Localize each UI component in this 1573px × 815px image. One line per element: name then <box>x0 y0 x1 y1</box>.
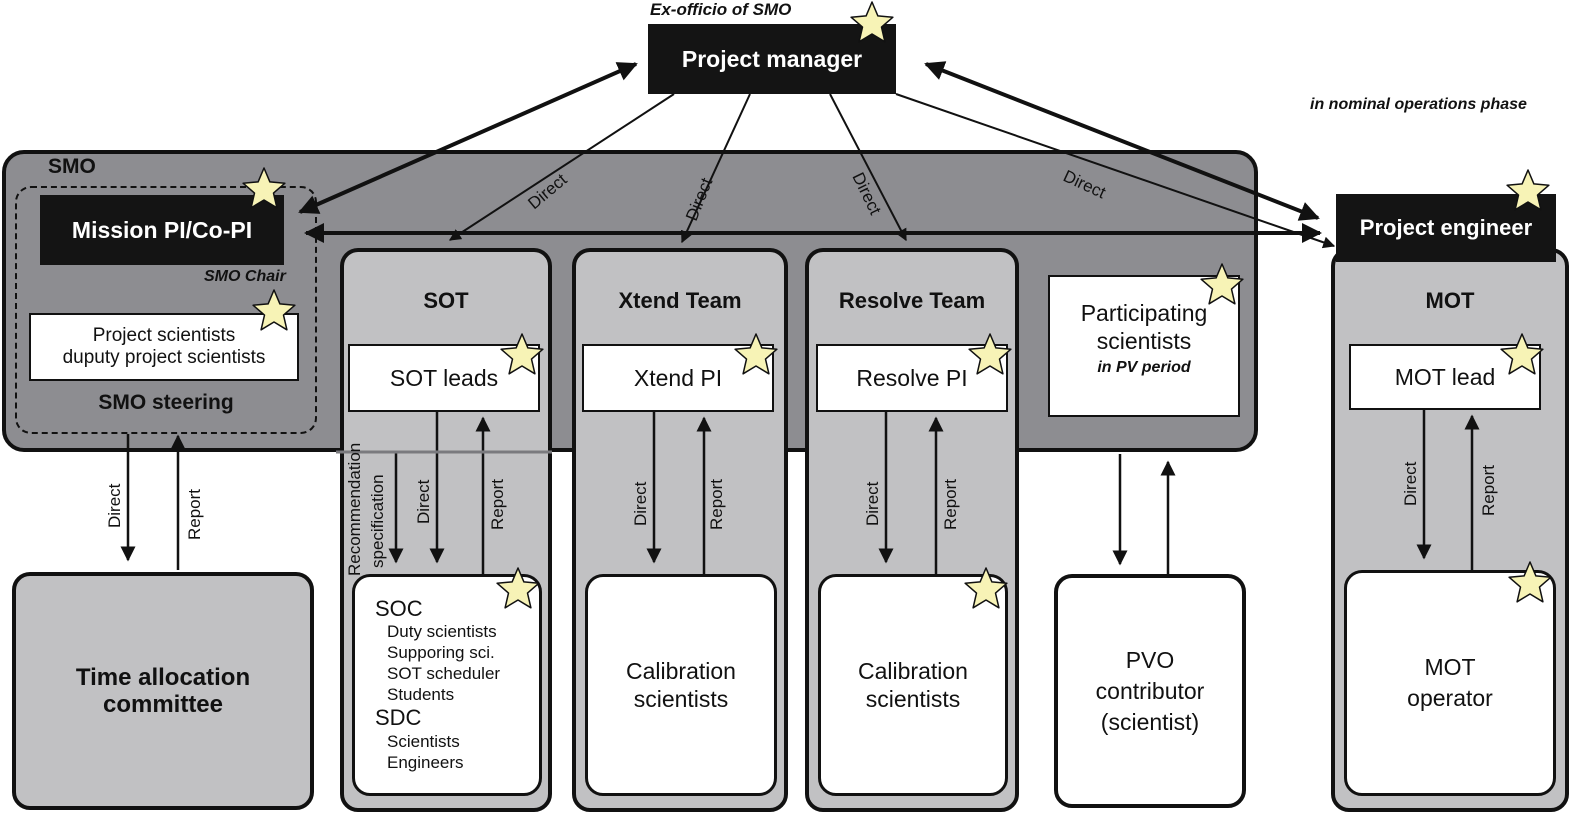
mot-title: MOT <box>1425 288 1475 313</box>
tac-line2: committee <box>102 691 224 718</box>
pv-period-note: in PV period <box>1097 359 1191 376</box>
pvo-line1: PVO <box>1125 646 1175 673</box>
project-scientists-box: Project scientists duputy project scient… <box>29 313 299 381</box>
mot-operator-box: MOT operator <box>1344 570 1556 796</box>
pvo-line2: contributor <box>1095 677 1205 704</box>
sot-leads-box: SOT leads <box>348 344 540 412</box>
mot-operator-line2: operator <box>1407 685 1493 711</box>
resolve-title: Resolve Team <box>838 288 986 313</box>
xtend-calibration-line1: Calibration <box>626 658 736 684</box>
xtend-title: Xtend Team <box>618 288 742 313</box>
xtend-pi-label: Xtend PI <box>633 364 723 391</box>
mot-operator-line1: MOT <box>1424 654 1476 680</box>
xtend-calibration-box: Calibration scientists <box>585 574 777 796</box>
participating-scientists-box: Participating scientists in PV period <box>1048 275 1240 417</box>
xtend-calibration-line2: scientists <box>633 686 729 712</box>
tac-steering-report-label: Report <box>185 489 204 540</box>
soc-item: Supporing sci. <box>387 643 495 662</box>
pvo-line3: (scientist) <box>1100 708 1200 735</box>
participating-line2: scientists <box>1096 328 1192 354</box>
mot-lead-box: MOT lead <box>1349 344 1541 410</box>
resolve-pi-box: Resolve PI <box>816 344 1008 412</box>
mot-lead-label: MOT lead <box>1394 363 1496 390</box>
smo-label: SMO <box>48 155 96 178</box>
soc-item: Students <box>387 685 455 704</box>
soc-item: Duty scientists <box>387 622 497 641</box>
participating-line1: Participating <box>1080 300 1208 326</box>
pvo-contributor-box: PVO contributor (scientist) <box>1054 574 1246 808</box>
project-engineer-box: Project engineer <box>1336 194 1556 262</box>
smo-steering-label: SMO steering <box>98 391 234 414</box>
project-scientists-line1: Project scientists <box>92 325 236 346</box>
xtend-pi-box: Xtend PI <box>582 344 774 412</box>
project-engineer-label: Project engineer <box>1359 215 1533 240</box>
tac-label: Time allocation committee <box>12 572 314 810</box>
mission-pi-box: Mission PI/Co-PI <box>40 195 284 265</box>
smo-steering-region <box>15 186 317 434</box>
smo-chair-note: SMO Chair <box>204 268 286 285</box>
sdc-item: Scientists <box>387 732 460 751</box>
project-manager-box: Project manager <box>648 24 896 94</box>
tac-box <box>12 572 314 810</box>
soc-item: SOT scheduler <box>387 664 501 683</box>
sot-leads-label: SOT leads <box>389 364 499 391</box>
soc-sdc-box: SOC Duty scientists Supporing sci. SOT s… <box>352 574 542 796</box>
soc-label: SOC <box>375 596 423 621</box>
resolve-calibration-box: Calibration scientists <box>818 574 1008 796</box>
nominal-phase-note: in nominal operations phase <box>1310 96 1527 113</box>
resolve-calibration-line1: Calibration <box>858 658 968 684</box>
tac-line1: Time allocation <box>75 664 251 691</box>
steering-tac-direct-label: Direct <box>105 483 124 528</box>
resolve-pi-label: Resolve PI <box>856 364 968 391</box>
exofficio-note: Ex-officio of SMO <box>650 0 792 19</box>
sot-title: SOT <box>423 288 469 313</box>
mission-pi-label: Mission PI/Co-PI <box>71 216 253 243</box>
project-manager-label: Project manager <box>681 45 863 72</box>
sdc-label: SDC <box>375 705 422 730</box>
resolve-calibration-line2: scientists <box>865 686 961 712</box>
sdc-item: Engineers <box>387 753 464 772</box>
project-scientists-line2: duputy project scientists <box>62 347 266 368</box>
